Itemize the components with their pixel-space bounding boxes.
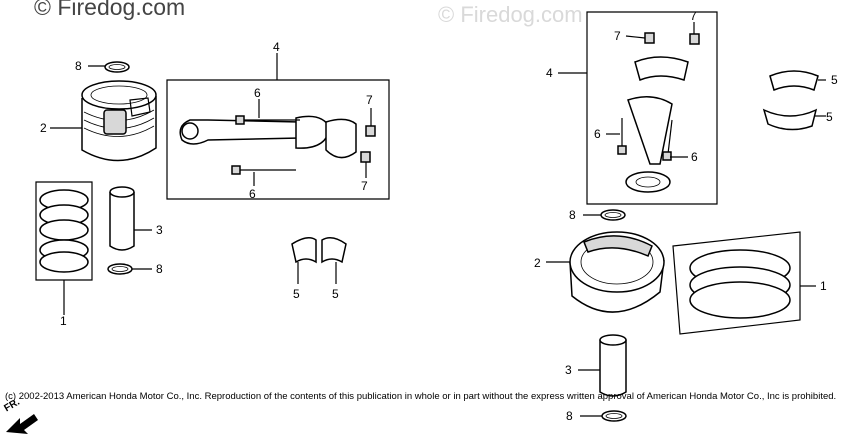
callout-5-right-bottom: 5	[826, 110, 833, 124]
callout-7-left-bottom: 7	[361, 179, 368, 193]
clip-lower-left	[107, 263, 152, 275]
callout-5-middle-left: 5	[293, 287, 300, 301]
watermark-left: © Firedog.com	[34, 0, 186, 20]
piston-pin-left	[109, 186, 152, 251]
callout-6-left-bottom: 6	[249, 187, 256, 201]
callout-8-right-top: 8	[569, 208, 576, 222]
callout-7-left-top: 7	[366, 93, 373, 107]
callout-8-lower-left: 8	[156, 262, 163, 276]
callout-6-right-right: 6	[691, 150, 698, 164]
callout-4-right: 4	[546, 66, 553, 80]
callout-5-right-top: 5	[831, 73, 838, 87]
clip-right-top	[583, 209, 626, 221]
ring-set-left	[35, 181, 93, 315]
callout-2-left: 2	[40, 121, 47, 135]
callout-3-right: 3	[565, 363, 572, 377]
copyright-notice: (c) 2002-2013 American Honda Motor Co., …	[5, 391, 837, 402]
callout-2-right: 2	[534, 256, 541, 270]
piston-left	[81, 80, 157, 162]
callout-7-right-left: 7	[614, 29, 621, 43]
callout-7-right-right: 7	[690, 9, 697, 23]
callout-3-left: 3	[156, 223, 163, 237]
piston-pin-right	[578, 334, 627, 397]
callout-4-left: 4	[273, 40, 280, 54]
ring-set-right	[672, 231, 816, 335]
callout-5-middle-right: 5	[332, 287, 339, 301]
callout-8-right-bottom: 8	[566, 409, 573, 423]
watermark-right: © Firedog.com	[438, 2, 583, 27]
bearings-right	[762, 70, 826, 131]
clip-top-left	[88, 61, 130, 73]
callout-1-right: 1	[820, 279, 827, 293]
conrod-assy-right	[558, 11, 718, 205]
clip-right-bottom	[580, 410, 627, 422]
callout-8-top-left: 8	[75, 59, 82, 73]
callout-6-right-left: 6	[594, 127, 601, 141]
callout-1-left: 1	[60, 314, 67, 328]
callout-6-left-top: 6	[254, 86, 261, 100]
bearings-middle	[291, 237, 347, 284]
piston-right	[546, 231, 665, 313]
front-arrow	[6, 414, 38, 434]
conrod-assy-left	[166, 53, 390, 200]
